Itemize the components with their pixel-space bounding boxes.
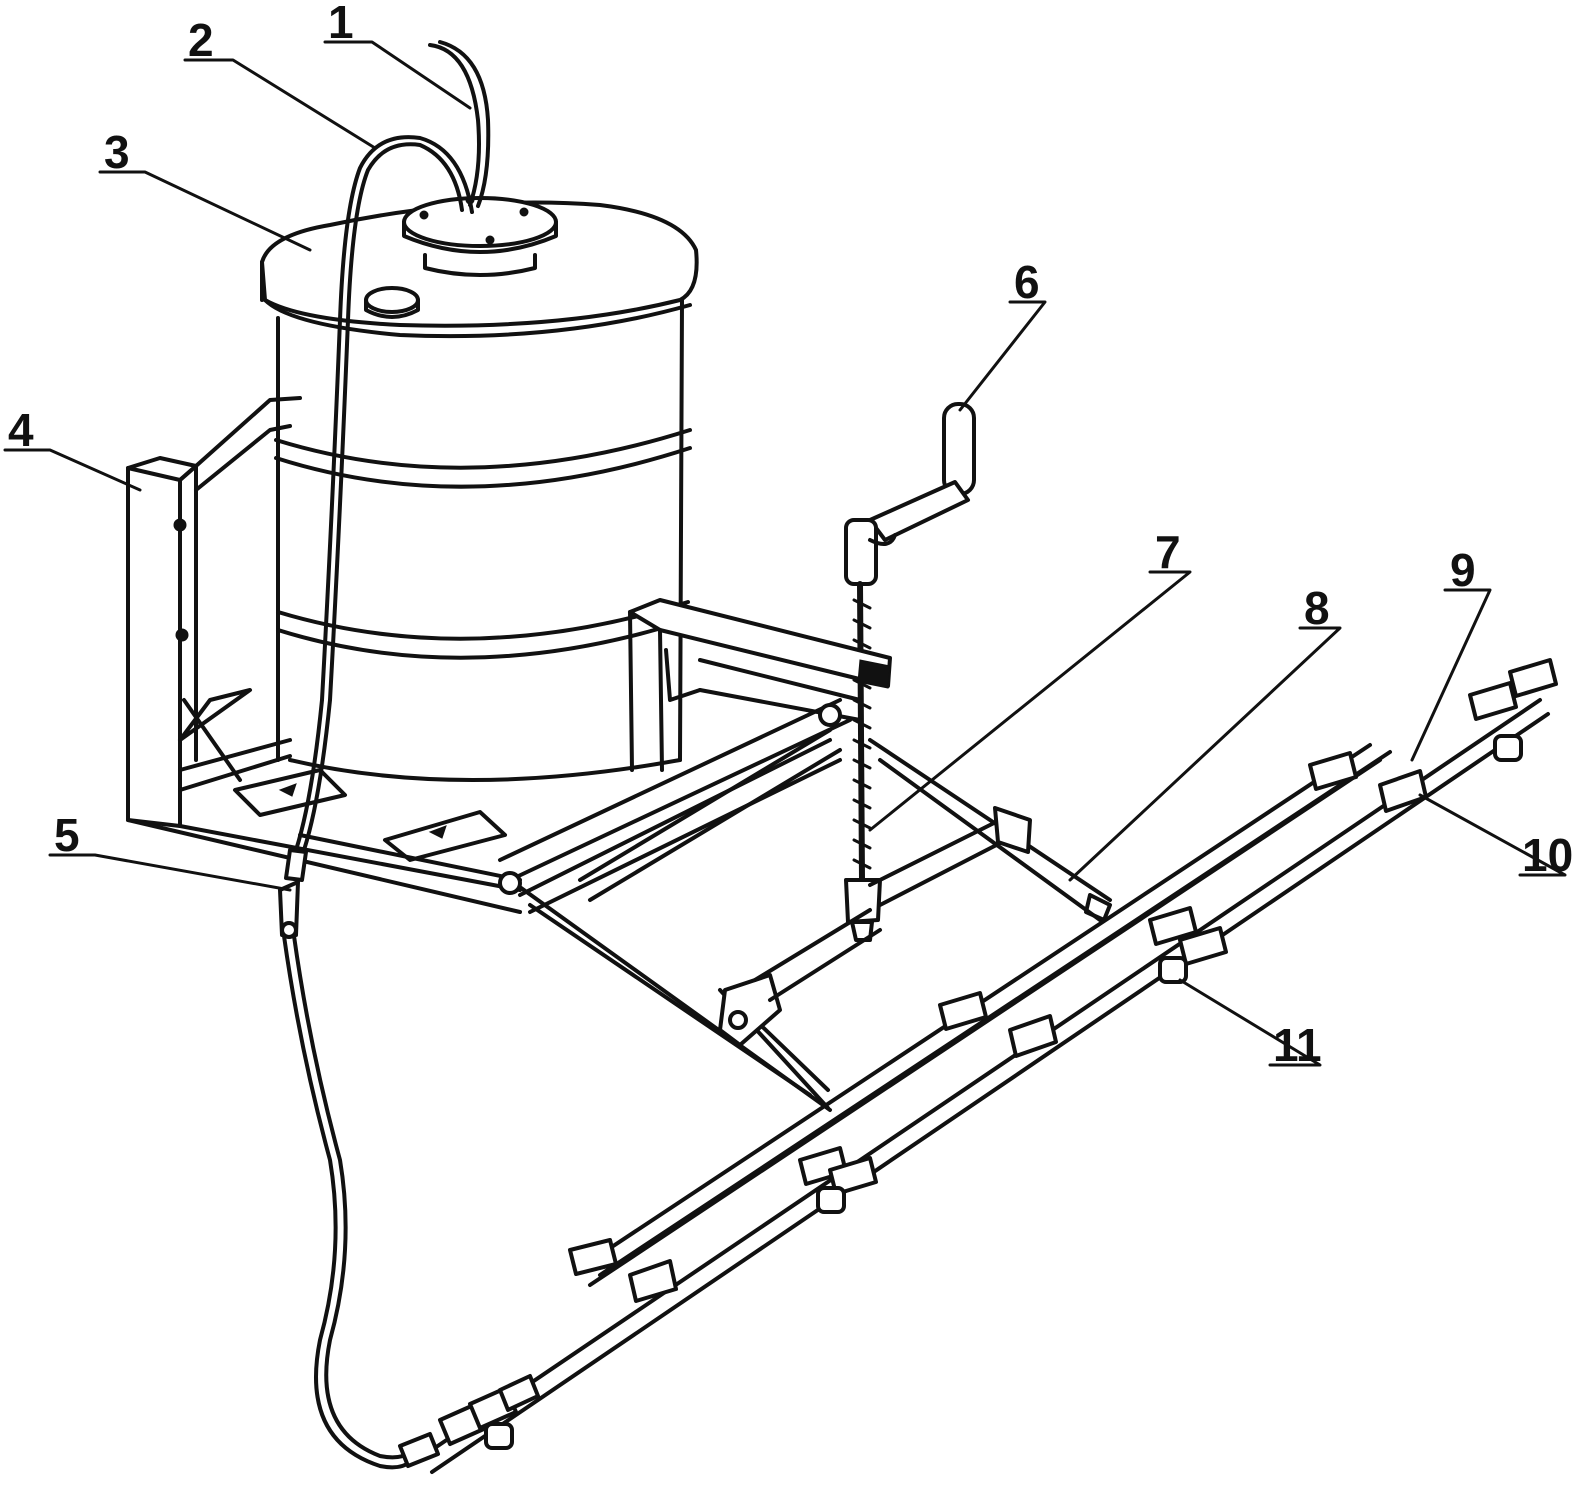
- callout-10: 10: [1522, 829, 1573, 881]
- spray-boom: [398, 658, 1558, 1474]
- spray-nozzles: [484, 734, 1523, 1450]
- crank-handle: [844, 402, 976, 942]
- bolt-icon: [175, 628, 189, 642]
- callout-11: 11: [1273, 1019, 1322, 1071]
- nozzle-icon: [484, 1422, 514, 1450]
- hoses: [278, 40, 491, 1470]
- callout-8: 8: [1304, 582, 1330, 634]
- bolt-icon: [485, 235, 495, 245]
- callout-7: 7: [1155, 526, 1181, 578]
- mounting-frame: [126, 396, 522, 914]
- bolt-icon: [173, 518, 187, 532]
- callout-2: 2: [188, 14, 214, 66]
- leader-lines: [3, 40, 1567, 1067]
- callout-5: 5: [54, 809, 80, 861]
- nozzle-icon: [1158, 956, 1188, 984]
- nozzle-icon: [816, 1186, 846, 1214]
- nut-icon: [857, 659, 891, 689]
- callout-3: 3: [104, 126, 130, 178]
- boom-clamps: [568, 658, 1558, 1303]
- arrow-mark-icon: [278, 783, 297, 797]
- bolt-icon: [519, 207, 529, 217]
- lift-frame: [498, 598, 1112, 1112]
- callout-labels: 1 2 3 4 5 6 7 8 9 10 11: [8, 0, 1573, 1071]
- arrow-mark-icon: [428, 825, 447, 839]
- callout-9: 9: [1450, 544, 1476, 596]
- nozzle-icon: [1493, 734, 1523, 762]
- tank: [260, 195, 699, 782]
- bolt-icon: [419, 210, 429, 220]
- callout-4: 4: [8, 404, 34, 456]
- callout-6: 6: [1014, 256, 1040, 308]
- callout-1: 1: [328, 0, 354, 48]
